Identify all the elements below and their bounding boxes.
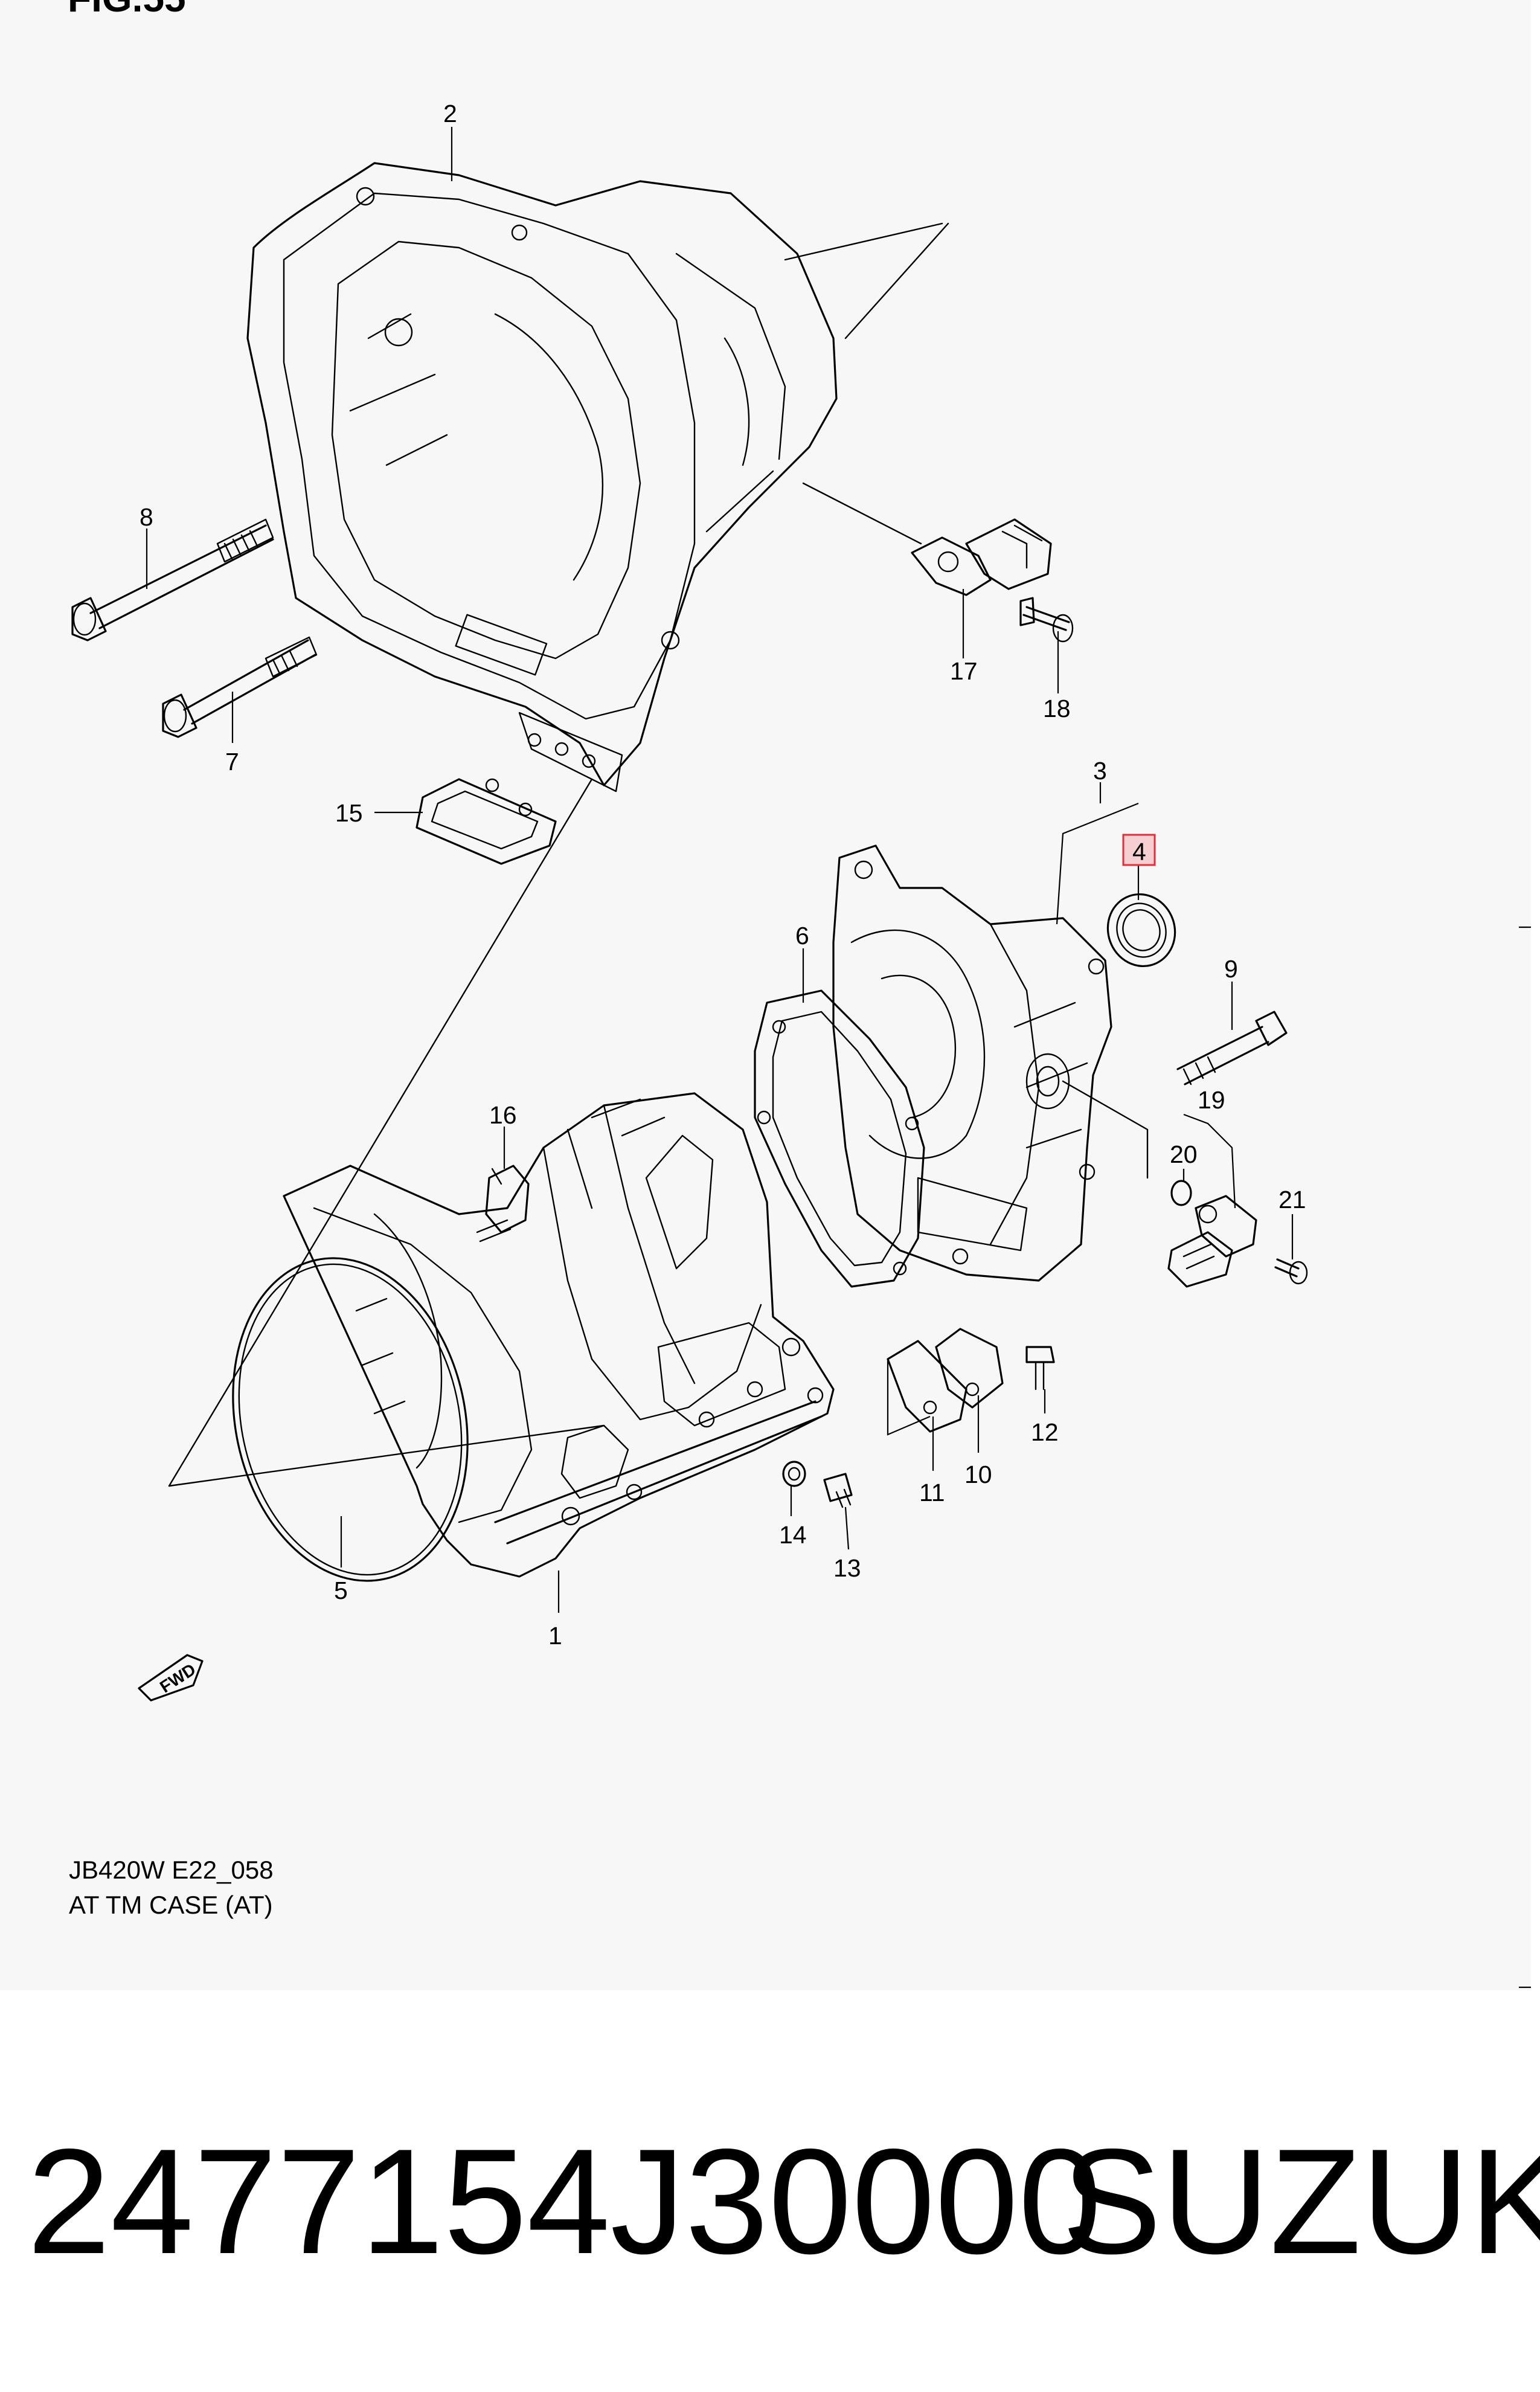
long-bolt-8-drawing (71, 518, 274, 641)
callout-18: 18 (1043, 695, 1071, 722)
callout-6: 6 (795, 922, 809, 950)
sensor-19-drawing (1167, 1195, 1257, 1288)
callout-9: 9 (1224, 955, 1238, 983)
callout-15: 15 (335, 799, 363, 827)
bolt-18-drawing (1019, 597, 1074, 643)
gasket-6-drawing (754, 989, 925, 1288)
callout-8: 8 (140, 503, 153, 531)
callout-10: 10 (964, 1461, 992, 1488)
callout-14: 14 (779, 1521, 807, 1549)
brand-name: SUZUKI (1062, 2117, 1540, 2285)
o-ring-5-drawing (232, 1257, 469, 1582)
callout-3: 3 (1093, 757, 1107, 785)
callout-labels: 1 2 3 4 5 6 7 8 9 10 11 12 13 14 15 16 1… (140, 100, 1306, 1650)
callout-20: 20 (1170, 1140, 1198, 1168)
fwd-arrow: FWD (138, 1654, 204, 1702)
highlight-box-4 (1122, 834, 1156, 866)
section-name: AT TM CASE (AT) (69, 1891, 273, 1919)
bolt-12-drawing (1025, 1346, 1055, 1391)
o-ring-20-drawing (1170, 1180, 1192, 1206)
bracket-10-drawing (935, 1328, 1004, 1409)
bolt-13-drawing (823, 1473, 853, 1508)
bolt-9-drawing (1176, 1011, 1288, 1085)
callout-7: 7 (225, 748, 239, 776)
callout-17: 17 (950, 657, 978, 685)
callout-1: 1 (548, 1622, 562, 1650)
part-number: 2477154J30000 (27, 2117, 1102, 2285)
callout-11: 11 (919, 1479, 945, 1506)
exploded-parts-diagram: FWD 1 2 3 4 5 6 7 8 9 (71, 100, 1531, 1989)
bolt-21-drawing (1274, 1258, 1308, 1285)
callout-16: 16 (489, 1101, 517, 1129)
model-code: JB420W E22_058 (69, 1856, 274, 1884)
long-bolt-7-drawing (162, 636, 318, 738)
transmission-case-drawing (283, 1092, 835, 1578)
alignment-lines (168, 482, 1149, 1487)
bracket-11-drawing (887, 1340, 967, 1433)
leader-lines (146, 127, 1294, 1613)
callout-4: 4 (1132, 838, 1146, 866)
callout-12: 12 (1031, 1418, 1059, 1446)
washer-14-drawing (782, 1461, 806, 1487)
converter-housing-drawing (246, 162, 949, 793)
callout-13: 13 (833, 1554, 861, 1582)
callout-5: 5 (334, 1577, 348, 1604)
cover-plate-15-drawing (415, 778, 557, 865)
figure-title: FIG.55 (68, 0, 186, 21)
breather-16-drawing (476, 1165, 530, 1243)
diagram-sheet (0, 0, 1531, 1990)
callout-21: 21 (1279, 1186, 1306, 1214)
callout-19: 19 (1198, 1086, 1225, 1114)
extension-case-drawing (832, 844, 1112, 1282)
oil-seal-4-drawing (1106, 893, 1176, 968)
speed-sensor-17-drawing (911, 518, 1052, 596)
callout-2: 2 (443, 100, 457, 127)
